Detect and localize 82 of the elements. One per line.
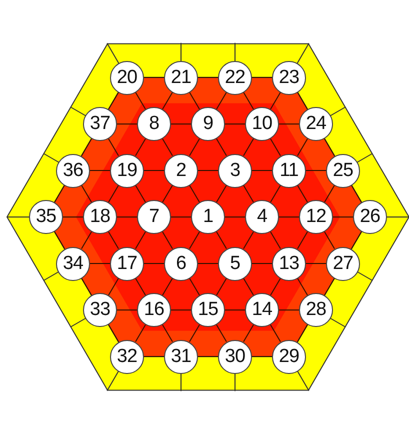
grid-line [135,231,146,250]
grid-line [306,263,326,264]
grid-line [108,324,119,342]
grid-line [162,184,173,203]
grid-line [216,92,227,110]
grid-line [162,92,173,110]
grid-line [81,138,92,156]
grid-line [351,184,362,203]
grid-line [324,138,335,156]
grid-line [135,324,146,342]
grid-line [198,356,218,357]
grid-line [297,231,308,250]
grid-line [170,216,192,218]
grid-line [324,184,335,203]
grid-line [351,231,362,250]
grid-line [252,263,272,264]
grid-line [243,138,254,156]
grid-line [81,278,92,296]
grid-line [297,278,308,296]
grid-line [162,138,173,156]
grid-line [278,216,300,218]
grid-line [252,356,272,357]
grid-line [243,231,254,250]
grid-line [243,92,254,110]
grid-line [297,138,308,156]
grid-line [116,216,138,218]
grid-line [252,77,272,78]
grid-line [81,231,92,250]
grid-line [90,263,110,264]
grid-line [243,278,254,296]
grid-line [108,278,119,296]
grid-line [216,324,227,342]
grid-line [189,184,200,203]
grid-line [135,278,146,296]
grid-line [270,324,281,342]
grid-line [135,92,146,110]
grid-line [324,231,335,250]
grid-line [162,324,173,342]
grid-line [108,231,119,250]
grid-line [108,138,119,156]
grid-line [144,170,164,171]
grid-line [297,184,308,203]
grid-line [252,170,272,171]
grid-line [270,278,281,296]
grid-line [332,216,354,218]
grid-line [198,170,218,171]
grid-line [62,216,84,218]
grid-line [189,231,200,250]
grid-line [54,184,65,203]
grid-line [216,278,227,296]
grid-line [243,184,254,203]
grid-line [297,92,308,110]
grid-line [189,324,200,342]
grid-line [162,231,173,250]
grid-line [270,92,281,110]
grid-line [270,184,281,203]
grid-line [216,184,227,203]
grid-line [198,263,218,264]
grid-line [198,77,218,78]
grid-line [144,263,164,264]
grid-line [306,170,326,171]
grid-line [224,216,246,218]
grid-line [189,92,200,110]
grid-line [162,278,173,296]
grid-line [270,138,281,156]
grid-line [144,356,164,357]
grid-line [135,138,146,156]
grid-line [90,170,110,171]
grid-line [216,231,227,250]
grid-line [297,324,308,342]
grid-line [270,231,281,250]
grid-line [189,138,200,156]
grid-line [81,184,92,203]
grid-line [189,278,200,296]
grid-line [108,184,119,203]
grid-line [216,138,227,156]
grid-line [144,77,164,78]
grid-line [108,92,119,110]
grid-line [243,324,254,342]
grid-line [324,278,335,296]
grid-line [54,231,65,250]
grid-line [135,184,146,203]
